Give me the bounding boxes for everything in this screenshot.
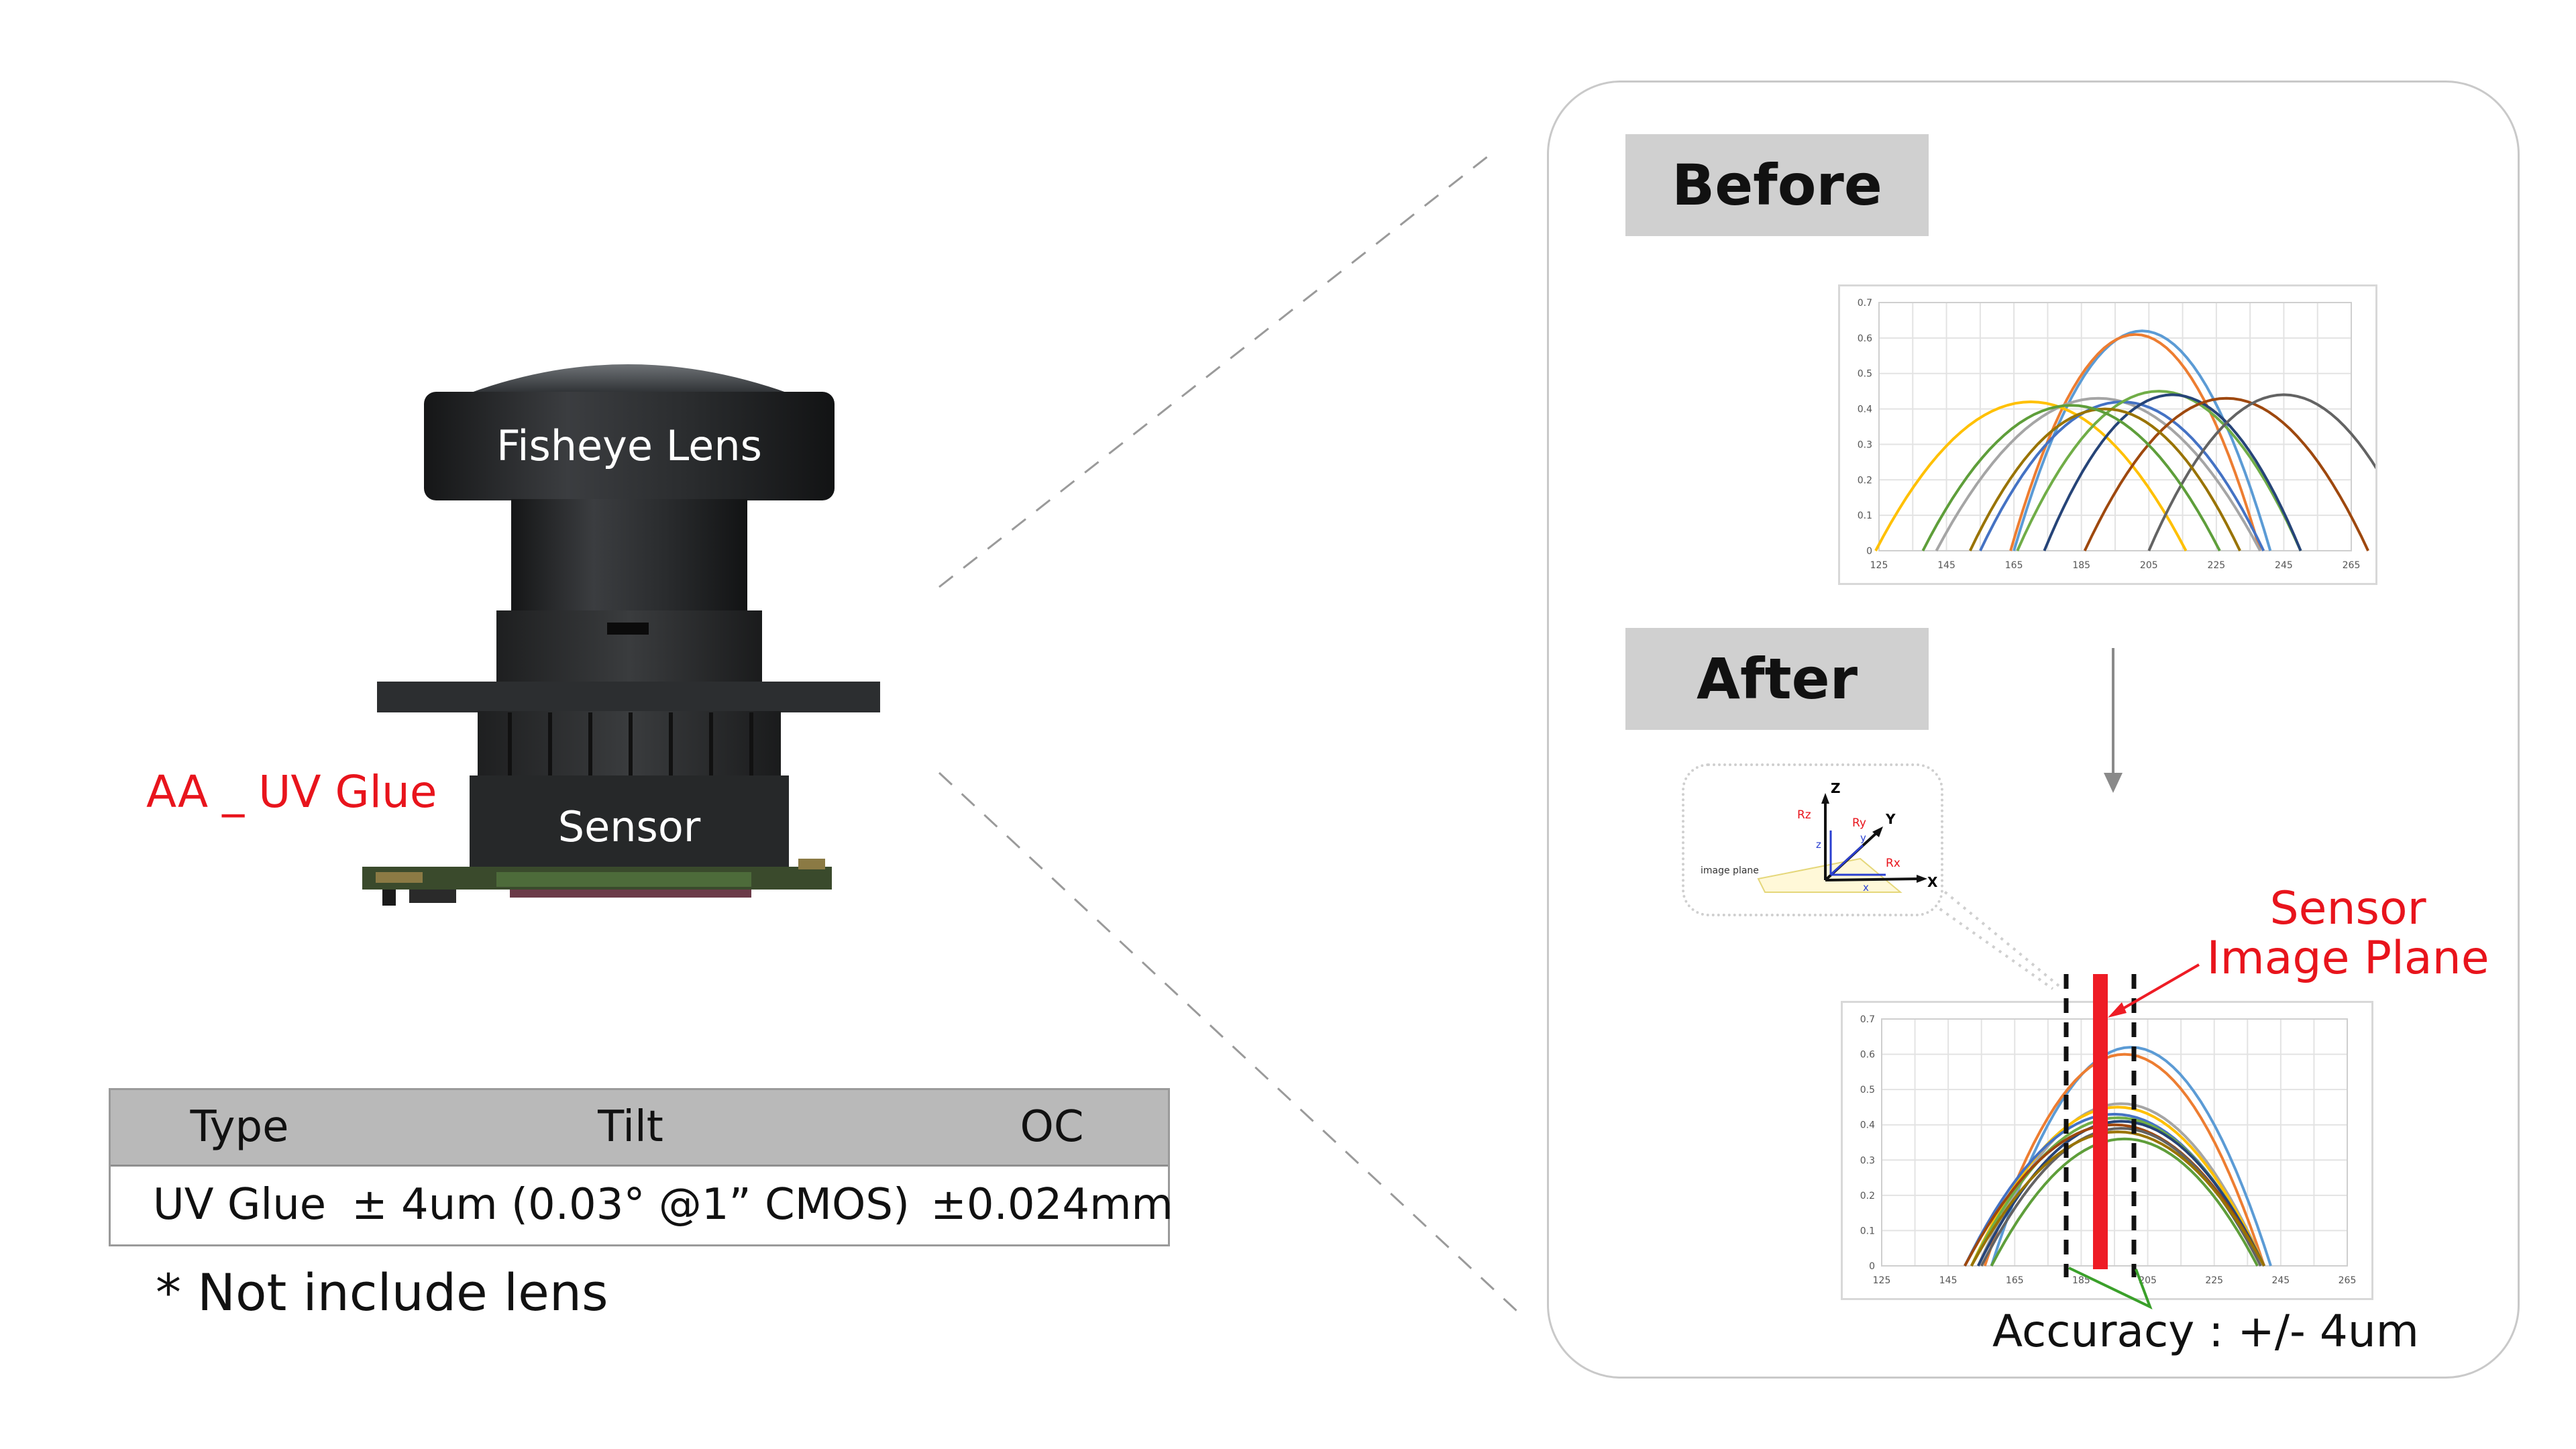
accuracy-label: Accuracy : +/- 4um [1992,1305,2419,1357]
sensor-plane-line1: Sensor [2269,882,2426,935]
before-chart-y-tick-label: 0.1 [1858,511,1872,521]
mount-flange [377,682,880,712]
axis-small-x-label: x [1863,881,1869,894]
before-chart: 0 0.1 0.2 0.3 0.4 0.5 0.6 0.7 125 145 165 185 205 225… [1858,298,2420,571]
upper-connector-line [938,148,1498,588]
before-chart-series-line [1935,396,2261,551]
after-chart-y-tick-label: 0.3 [1860,1155,1875,1166]
before-chart-x-tick-label: 245 [2275,560,2293,571]
before-chart-series-line [1969,407,2241,551]
comparison-panel [1547,80,2520,1379]
before-chart-x-tick-label: 145 [1937,560,1955,571]
after-chart-x-tick-label: 225 [2205,1275,2223,1286]
axis-rx-label: Rx [1886,857,1900,870]
lens-barrel [511,499,747,612]
before-chart-series-line [1874,400,2188,551]
after-chart-y-tick-label: 0.2 [1860,1191,1875,1201]
before-tag: Before [1625,134,1929,236]
lower-connector-line [938,771,1519,1313]
after-chart-x-tick-label: 205 [2139,1275,2157,1286]
before-chart-y-tick-label: 0.6 [1858,333,1872,344]
before-chart-y-tick-label: 0.3 [1858,439,1872,450]
axis-diagram-bubble: Z Y X Rz Ry Rx z y x image plane [1682,763,1943,916]
after-chart-x-tick-label: 145 [1939,1275,1957,1286]
after-chart-y-tick-label: 0.5 [1860,1085,1875,1095]
before-chart-series-line [2016,390,2302,551]
axis-rz-label: Rz [1797,808,1811,822]
sensor-pointer-line [2112,963,2200,1016]
after-chart-x-tick-label: 165 [2006,1275,2024,1286]
sensor-plane-line2: Image Plane [2206,932,2489,985]
footnote: * Not include lens [156,1263,608,1322]
before-chart-y-tick-label: 0.4 [1858,405,1872,415]
image-plane-label: image plane [1701,865,1759,876]
axis-diagram: Z Y X Rz Ry Rx z y x image plane [1701,780,1938,894]
before-chart-x-tick-label: 225 [2207,560,2225,571]
after-chart-plot-area [1881,1018,2348,1267]
before-chart-x-tick-label: 165 [2005,560,2023,571]
cell-oc: ±0.024mm [930,1180,1173,1230]
after-chart-y-tick-label: 0.4 [1860,1120,1875,1131]
after-chart-series-line [1990,1137,2259,1267]
after-chart-x-tick-label: 185 [2072,1275,2090,1286]
after-tag: After [1625,628,1929,730]
axis-small-y-label: y [1860,832,1866,844]
cell-type: UV Glue [152,1180,327,1230]
after-chart-x-tick-label: 125 [1873,1275,1891,1286]
before-chart-y-tick-label: 0.5 [1858,369,1872,380]
lens-cap [424,392,835,500]
sensor-block [470,775,789,871]
after-chart-y-tick-label: 0.6 [1860,1050,1875,1061]
cell-tilt: ± 4um (0.03° @1” CMOS) [352,1180,910,1230]
after-chart-x-tick-label: 245 [2271,1275,2290,1286]
before-chart-series-line [2147,393,2420,551]
sensor-image-plane-bar [2093,974,2108,1269]
before-chart-series-line [2083,396,2369,551]
after-chart: 0 0.1 0.2 0.3 0.4 0.5 0.6 0.7 125 145 165 185 205 225… [1860,1014,2357,1286]
after-chart-x-tick-label: 265 [2339,1275,2357,1286]
before-chart-y-tick-label: 0.2 [1858,475,1872,486]
sensor-plane-label: Sensor Image Plane [2194,884,2502,983]
sensor-label: Sensor [557,802,701,851]
before-chart-plot-area [1878,302,2352,551]
accuracy-pointer [2068,1267,2153,1309]
axis-ry-label: Ry [1852,816,1866,830]
before-chart-x-tick-label: 205 [2140,560,2158,571]
lens-label: Fisheye Lens [496,421,762,470]
spec-table-header [111,1090,1168,1167]
after-chart-series-line [1983,1053,2265,1267]
before-chart-y-tick-label: 0 [1866,546,1872,557]
after-chart-y-tick-label: 0 [1869,1261,1875,1272]
after-chart-series-line [1970,1106,2265,1267]
camera-module-illustration [362,364,880,906]
before-chart-frame: 0 0.1 0.2 0.3 0.4 0.5 0.6 0.7 125 145 165 185 205 225… [1838,284,2420,585]
down-arrow-icon [2104,648,2123,793]
axis-y-label: Y [1885,811,1896,827]
after-chart-series-line [1970,1130,2265,1267]
header-type: Type [190,1102,289,1152]
aa-uv-glue-label: AA _ UV Glue [146,766,437,818]
header-tilt: Tilt [598,1102,663,1152]
before-chart-series-line [1921,404,2221,551]
axis-x-label: X [1927,874,1938,890]
axis-z-label: Z [1831,780,1841,796]
before-chart-x-tick-label: 185 [2072,560,2090,571]
axis-small-z-label: z [1816,839,1821,851]
after-chart-series-line [1990,1046,2272,1267]
after-chart-y-tick-label: 0.7 [1860,1014,1875,1025]
header-oc: OC [1020,1102,1084,1152]
before-chart-x-tick-label: 265 [2343,560,2361,571]
before-chart-series-line [2043,393,2302,551]
before-chart-x-tick-label: 125 [1870,560,1888,571]
spec-table: Type Tilt OC UV Glue ± 4um (0.03° @1” CM… [109,1088,1173,1246]
lens-dome [470,364,788,393]
after-chart-y-tick-label: 0.1 [1860,1226,1875,1236]
before-chart-y-tick-label: 0.7 [1858,298,1872,309]
